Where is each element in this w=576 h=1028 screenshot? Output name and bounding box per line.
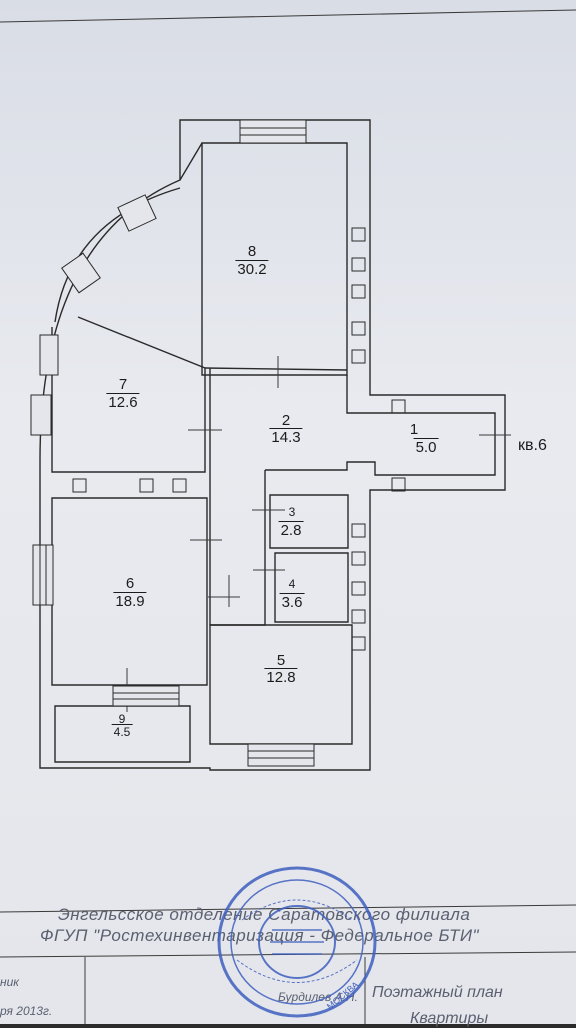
vent-grids	[72, 227, 406, 651]
room-6-number: 6	[125, 575, 135, 592]
footer-person: Бурдилев А.Н.	[278, 990, 358, 1004]
document-subtitle: Квартиры	[410, 1010, 489, 1027]
room-5-area: 12.8	[264, 668, 298, 686]
room-8-area: 30.2	[235, 260, 269, 278]
room-4-number: 4	[288, 577, 296, 591]
room-6-area: 18.9	[113, 592, 147, 610]
room-2-area: 14.3	[269, 428, 303, 446]
official-seal-stamp: МОСКВА	[217, 866, 377, 1018]
sheet-border-top	[0, 9, 576, 23]
room-8-number: 8	[247, 243, 257, 260]
room-9-number: 9	[118, 712, 126, 726]
room-1-area: 5.0	[413, 438, 439, 456]
door-marks	[126, 356, 511, 712]
room-5-number: 5	[276, 652, 286, 669]
room-7-area: 12.6	[106, 393, 140, 411]
room-9-area: 4.5	[111, 724, 133, 739]
windows	[30, 119, 315, 767]
room-7-number: 7	[118, 376, 128, 393]
room-2-number: 2	[281, 412, 291, 429]
footer-divider	[0, 904, 576, 913]
document-title: Поэтажный план	[372, 984, 503, 1001]
room-4-area: 3.6	[279, 593, 305, 611]
footer-date: ря 2013г.	[0, 1004, 53, 1018]
footer-role: ник	[0, 975, 19, 989]
room-1-number: 1	[409, 421, 419, 438]
room-3-area: 2.8	[278, 521, 304, 539]
room-3-number: 3	[288, 505, 296, 519]
apartment-label: кв.6	[518, 437, 547, 454]
